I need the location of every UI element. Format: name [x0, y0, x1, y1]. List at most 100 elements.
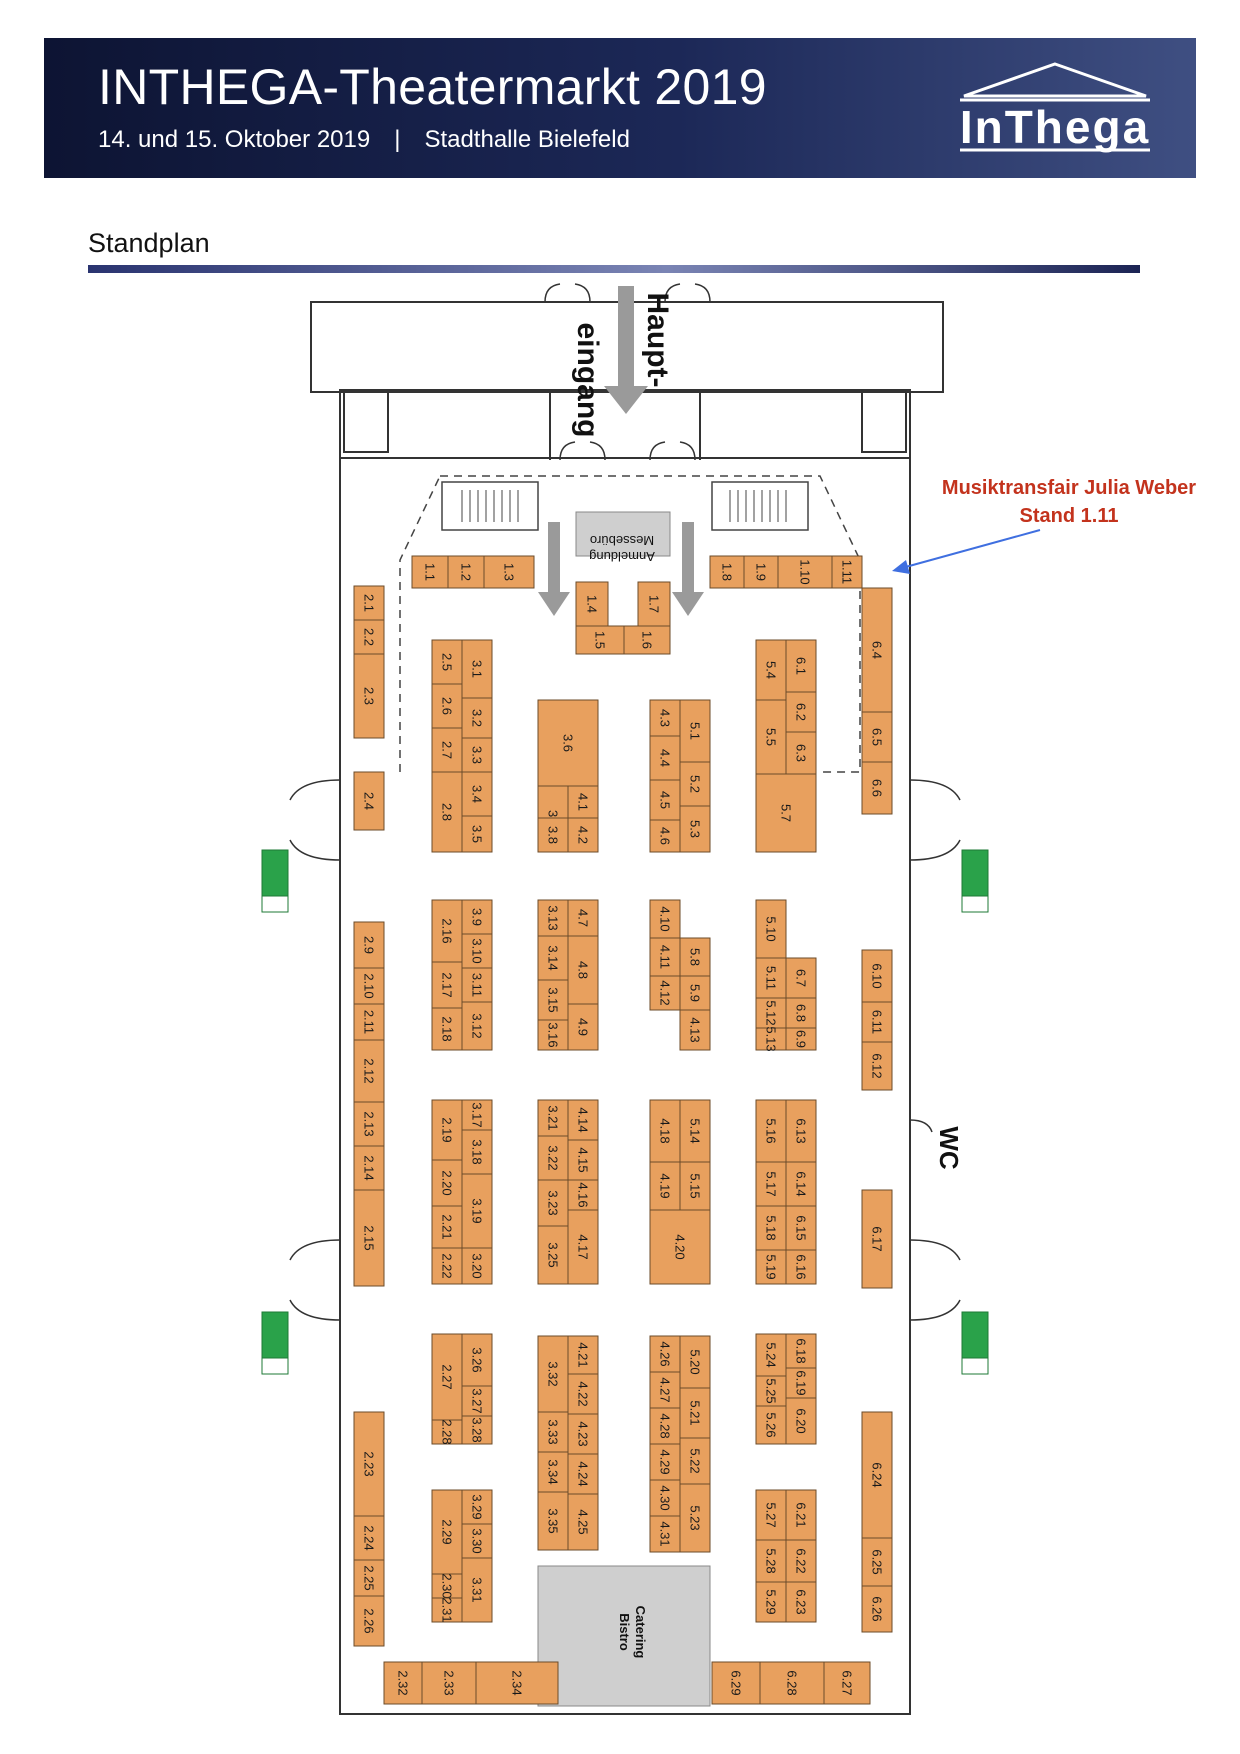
stand-box: [353, 1595, 385, 1647]
stand-label: 4.5: [658, 791, 673, 809]
stand-label: 3.9: [470, 908, 485, 926]
stand-box: [567, 899, 599, 937]
stand-label: 2.2: [362, 628, 377, 646]
subtitle-separator: |: [394, 126, 401, 153]
stand-5-12: 5.12: [755, 997, 787, 1029]
stand-6-14: 6.14: [785, 1161, 817, 1207]
stand-box: [461, 1523, 493, 1559]
stand-4-16: 4.16: [567, 1179, 599, 1211]
stand-label: 5.16: [764, 1118, 779, 1143]
stand-box: [861, 1411, 893, 1539]
stand-2-33: 2.33: [421, 1661, 477, 1705]
stand-box: [649, 1335, 681, 1373]
stand-label: 3.29: [470, 1494, 485, 1519]
stand-box: [483, 555, 535, 589]
stand-box: [623, 625, 671, 655]
stand-label: 4.26: [658, 1341, 673, 1366]
stand-label: 2.6: [440, 697, 455, 715]
stand-4-17: 4.17: [567, 1209, 599, 1285]
stand-box: [575, 581, 609, 627]
event-date: 14. und 15. Oktober 2019: [98, 126, 371, 153]
stand-2-9: 2.9: [353, 921, 385, 969]
registration-area: [575, 511, 671, 557]
stand-6-21: 6.21: [785, 1489, 817, 1541]
stand-3-9: 3.9: [461, 899, 493, 935]
stand-5-7: 5.7: [755, 773, 817, 853]
stand-label: 4.22: [576, 1381, 591, 1406]
stand-label: 3.32: [546, 1361, 561, 1386]
stand-box: [861, 1537, 893, 1587]
stand-5-19: 5.19: [755, 1249, 787, 1285]
stand-label: 2.3: [362, 687, 377, 705]
section-title: Standplan: [88, 228, 210, 258]
stand-box: [649, 975, 681, 1011]
stand-5-23: 5.23: [679, 1483, 711, 1553]
stand-label: 2.27: [440, 1364, 455, 1389]
stand-3-35: 3.35: [537, 1491, 569, 1551]
stand-label: 2.9: [362, 936, 377, 954]
stand-6-6: 6.6: [861, 761, 893, 815]
entrance-doors: [544, 283, 711, 461]
stand-label: 3.21: [546, 1105, 561, 1130]
stand-label: 5.26: [764, 1412, 779, 1437]
stand-box: [431, 1159, 463, 1207]
stand-label: 5.21: [688, 1400, 703, 1425]
stand-3-8: 3.8: [537, 817, 569, 853]
stand-label: 4.6: [658, 827, 673, 845]
stand-2-29: 2.29: [431, 1489, 463, 1575]
stand-label: 5.18: [764, 1215, 779, 1240]
stand-6-10: 6.10: [861, 949, 893, 1003]
stand-6-19: 6.19: [785, 1367, 817, 1399]
stand-label: 4.1: [576, 793, 591, 811]
stand-4-13: 4.13: [679, 1009, 711, 1051]
stand-label: 6.20: [794, 1408, 809, 1433]
stand-4-24: 4.24: [567, 1453, 599, 1495]
stand-3-10: 3.10: [461, 933, 493, 969]
stand-label: 5.9: [688, 984, 703, 1002]
stand-label: 5.1: [688, 722, 703, 740]
stand-label: 3.27: [470, 1388, 485, 1413]
stand-box: [831, 555, 863, 589]
stand-label: 6.4: [870, 641, 885, 659]
entrance-arrow-icon: [538, 286, 704, 616]
stand-3-17: 3.17: [461, 1099, 493, 1131]
stand-label: 6.15: [794, 1215, 809, 1240]
stand-6-1: 6.1: [785, 639, 817, 693]
stand-label: 1.5: [593, 631, 608, 649]
side-doors: [289, 779, 961, 1321]
stand-label: 3.3: [470, 746, 485, 764]
stand-3-31: 3.31: [461, 1557, 493, 1623]
stand-label: 4.3: [658, 709, 673, 727]
stand-label: 4.12: [658, 980, 673, 1005]
stand-label: 5.24: [764, 1342, 779, 1367]
stand-label: 6.26: [870, 1596, 885, 1621]
stand-label: 3.28: [470, 1417, 485, 1442]
stand-label: 6.6: [870, 779, 885, 797]
stand-5-18: 5.18: [755, 1205, 787, 1251]
stand-label: 5.15: [688, 1173, 703, 1198]
stand-6-12: 6.12: [861, 1041, 893, 1091]
entrance-label-2: eingang: [571, 322, 604, 437]
stand-box: [411, 555, 449, 589]
stand-5-17: 5.17: [755, 1161, 787, 1207]
stand-4-25: 4.25: [567, 1493, 599, 1551]
stand-4-19: 4.19: [649, 1161, 681, 1211]
stand-box: [567, 1209, 599, 1285]
stand-label: 4.23: [576, 1421, 591, 1446]
stand-4-3: 4.3: [649, 699, 681, 737]
stand-label: 5.8: [688, 948, 703, 966]
stand-label: 2.11: [362, 1010, 377, 1034]
stand-box: [785, 1099, 817, 1163]
stand-box: [461, 967, 493, 1003]
stand-4-29: 4.29: [649, 1443, 681, 1481]
stand-label: 4.30: [658, 1485, 673, 1510]
stand-5-9: 5.9: [679, 975, 711, 1011]
registration-label: Anmeldung: [589, 549, 655, 564]
stand-box: [353, 921, 385, 969]
stand-5-1: 5.1: [679, 699, 711, 763]
stand-1-3: 1.3: [483, 555, 535, 589]
stand-box: [755, 1205, 787, 1251]
stand-label: 3.18: [470, 1139, 485, 1164]
stand-6-11: 6.11: [861, 1001, 893, 1043]
stand-label: 5.25: [764, 1378, 779, 1403]
